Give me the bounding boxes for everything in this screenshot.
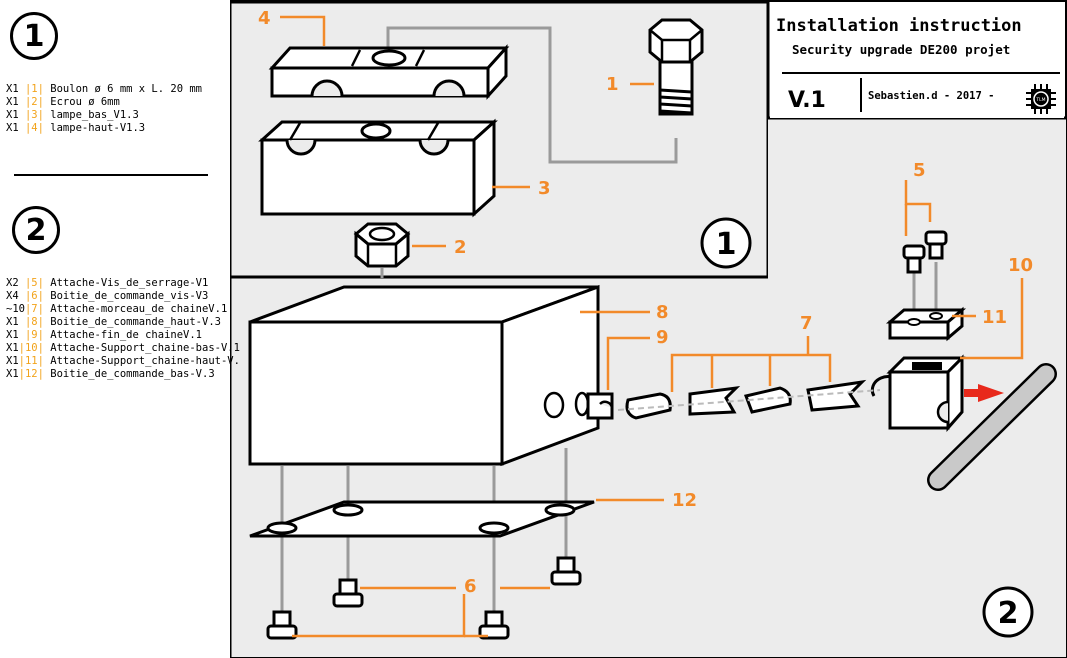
list-item: X1|10| Attache-Support_chaine-bas-V.1: [6, 342, 240, 354]
author-label: Sebastien.d - 2017 -: [868, 90, 995, 102]
document-subtitle: Security upgrade DE200 projet: [792, 42, 1011, 57]
section-1-parts-list: X1 |1| Boulon ø 6 mm x L. 20 mm X1 |2| E…: [6, 83, 202, 135]
section-divider: [14, 174, 208, 176]
title-separator: [860, 78, 862, 112]
tightening-screw-part: [902, 230, 948, 274]
lamp-bottom-part: [258, 118, 498, 218]
bolt-part: [648, 18, 704, 116]
section-2-parts-list: X2 |5| Attache-Vis_de_serrage-V1 X4 |6| …: [6, 277, 240, 381]
list-item: X1|11| Attache-Support_chaine-haut-V.: [6, 355, 240, 367]
label-part-2: 2: [454, 237, 467, 258]
label-part-9: 9: [656, 327, 669, 348]
list-item: X1 |3| lampe_bas_V1.3: [6, 109, 139, 121]
chain-assembly: [574, 375, 904, 420]
title-block: Installation instruction Security upgrad…: [770, 4, 1064, 118]
list-item: X2 |5| Attache-Vis_de_serrage-V1: [6, 277, 209, 289]
box-screw-part: [266, 556, 582, 640]
label-part-3: 3: [538, 178, 551, 199]
label-part-10: 10: [1008, 255, 1033, 276]
support-rod: [927, 363, 1057, 491]
title-divider: [782, 72, 1060, 74]
panel-1-badge: 1: [716, 227, 737, 262]
section-2-badge: 2: [12, 206, 60, 254]
hex-nut-part: [353, 222, 411, 268]
list-item: X1|12| Boitie_de_commande_bas-V.3: [6, 368, 215, 380]
list-item: X1 |4| lampe-haut-V1.3: [6, 122, 146, 134]
list-item: ~10|7| Attache-morceau_de chaineV.1: [6, 303, 228, 315]
list-item: X1 |9| Attache-fin_de chaineV.1: [6, 329, 202, 341]
label-part-6: 6: [464, 576, 477, 597]
section-1-badge: 1: [10, 12, 58, 60]
label-part-1: 1: [606, 74, 619, 95]
label-part-7: 7: [800, 313, 813, 334]
lamp-top-part: [268, 44, 510, 100]
label-part-11: 11: [982, 307, 1007, 328]
panel-2-badge: 2: [998, 596, 1019, 631]
version-label: V.1: [788, 88, 826, 113]
chain-support-top-part: [885, 306, 967, 342]
chip-logo-icon: TLM: [1026, 84, 1056, 114]
direction-arrow-icon: [964, 384, 1004, 402]
chain-support-bottom-part: [886, 354, 966, 432]
document-title: Installation instruction: [776, 16, 1022, 36]
label-part-8: 8: [656, 302, 669, 323]
label-part-4: 4: [258, 8, 271, 29]
list-item: X1 |1| Boulon ø 6 mm x L. 20 mm: [6, 83, 202, 95]
parts-sidebar: 1 X1 |1| Boulon ø 6 mm x L. 20 mm X1 |2|…: [0, 0, 240, 658]
list-item: X1 |8| Boitie_de_commande_haut-V.3: [6, 316, 221, 328]
control-box-top-part: [248, 284, 600, 467]
list-item: X4 |6| Boitie_de_commande_vis-V3: [6, 290, 209, 302]
logo-text: TLM: [1035, 97, 1045, 103]
label-part-12: 12: [672, 490, 697, 511]
label-part-5: 5: [913, 160, 926, 181]
control-box-bottom-plate-part: [249, 500, 595, 538]
list-item: X1 |2| Ecrou ø 6mm: [6, 96, 120, 108]
